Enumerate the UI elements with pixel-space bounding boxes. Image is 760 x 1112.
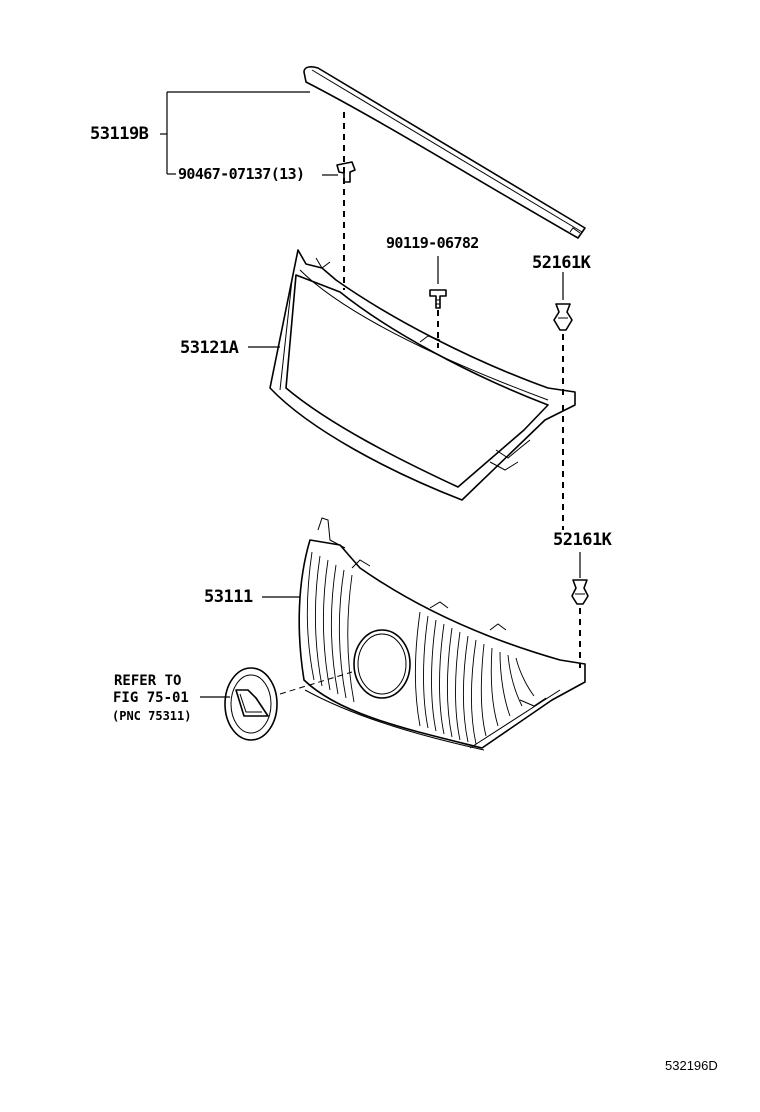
grille bbox=[298, 517, 586, 751]
emblem bbox=[224, 667, 278, 741]
emblem-opening bbox=[353, 629, 411, 699]
bolt bbox=[429, 256, 447, 309]
figure-id: 532196D bbox=[665, 1058, 718, 1073]
label-refer-line2: FIG 75-01 bbox=[113, 690, 189, 706]
label-frame: 53121A bbox=[180, 338, 239, 358]
grille-slats bbox=[306, 551, 535, 745]
label-clip-lower: 52161K bbox=[553, 530, 612, 550]
label-refer-line3: (PNC 75311) bbox=[112, 709, 192, 723]
label-grille: 53111 bbox=[204, 587, 253, 607]
grille-frame bbox=[269, 249, 576, 501]
molding-clip bbox=[336, 161, 356, 183]
leader-53119b bbox=[160, 91, 338, 176]
lower-clip bbox=[571, 552, 589, 605]
label-refer-line1: REFER TO bbox=[114, 673, 182, 689]
dash-emblem bbox=[279, 671, 353, 695]
label-bolt: 90119-06782 bbox=[386, 234, 479, 252]
upper-clip bbox=[553, 272, 573, 331]
molding-strip bbox=[303, 66, 586, 239]
label-clip-upper: 52161K bbox=[532, 253, 591, 273]
label-clip: 90467-07137(13) bbox=[178, 165, 305, 183]
label-molding: 53119B bbox=[90, 124, 149, 144]
